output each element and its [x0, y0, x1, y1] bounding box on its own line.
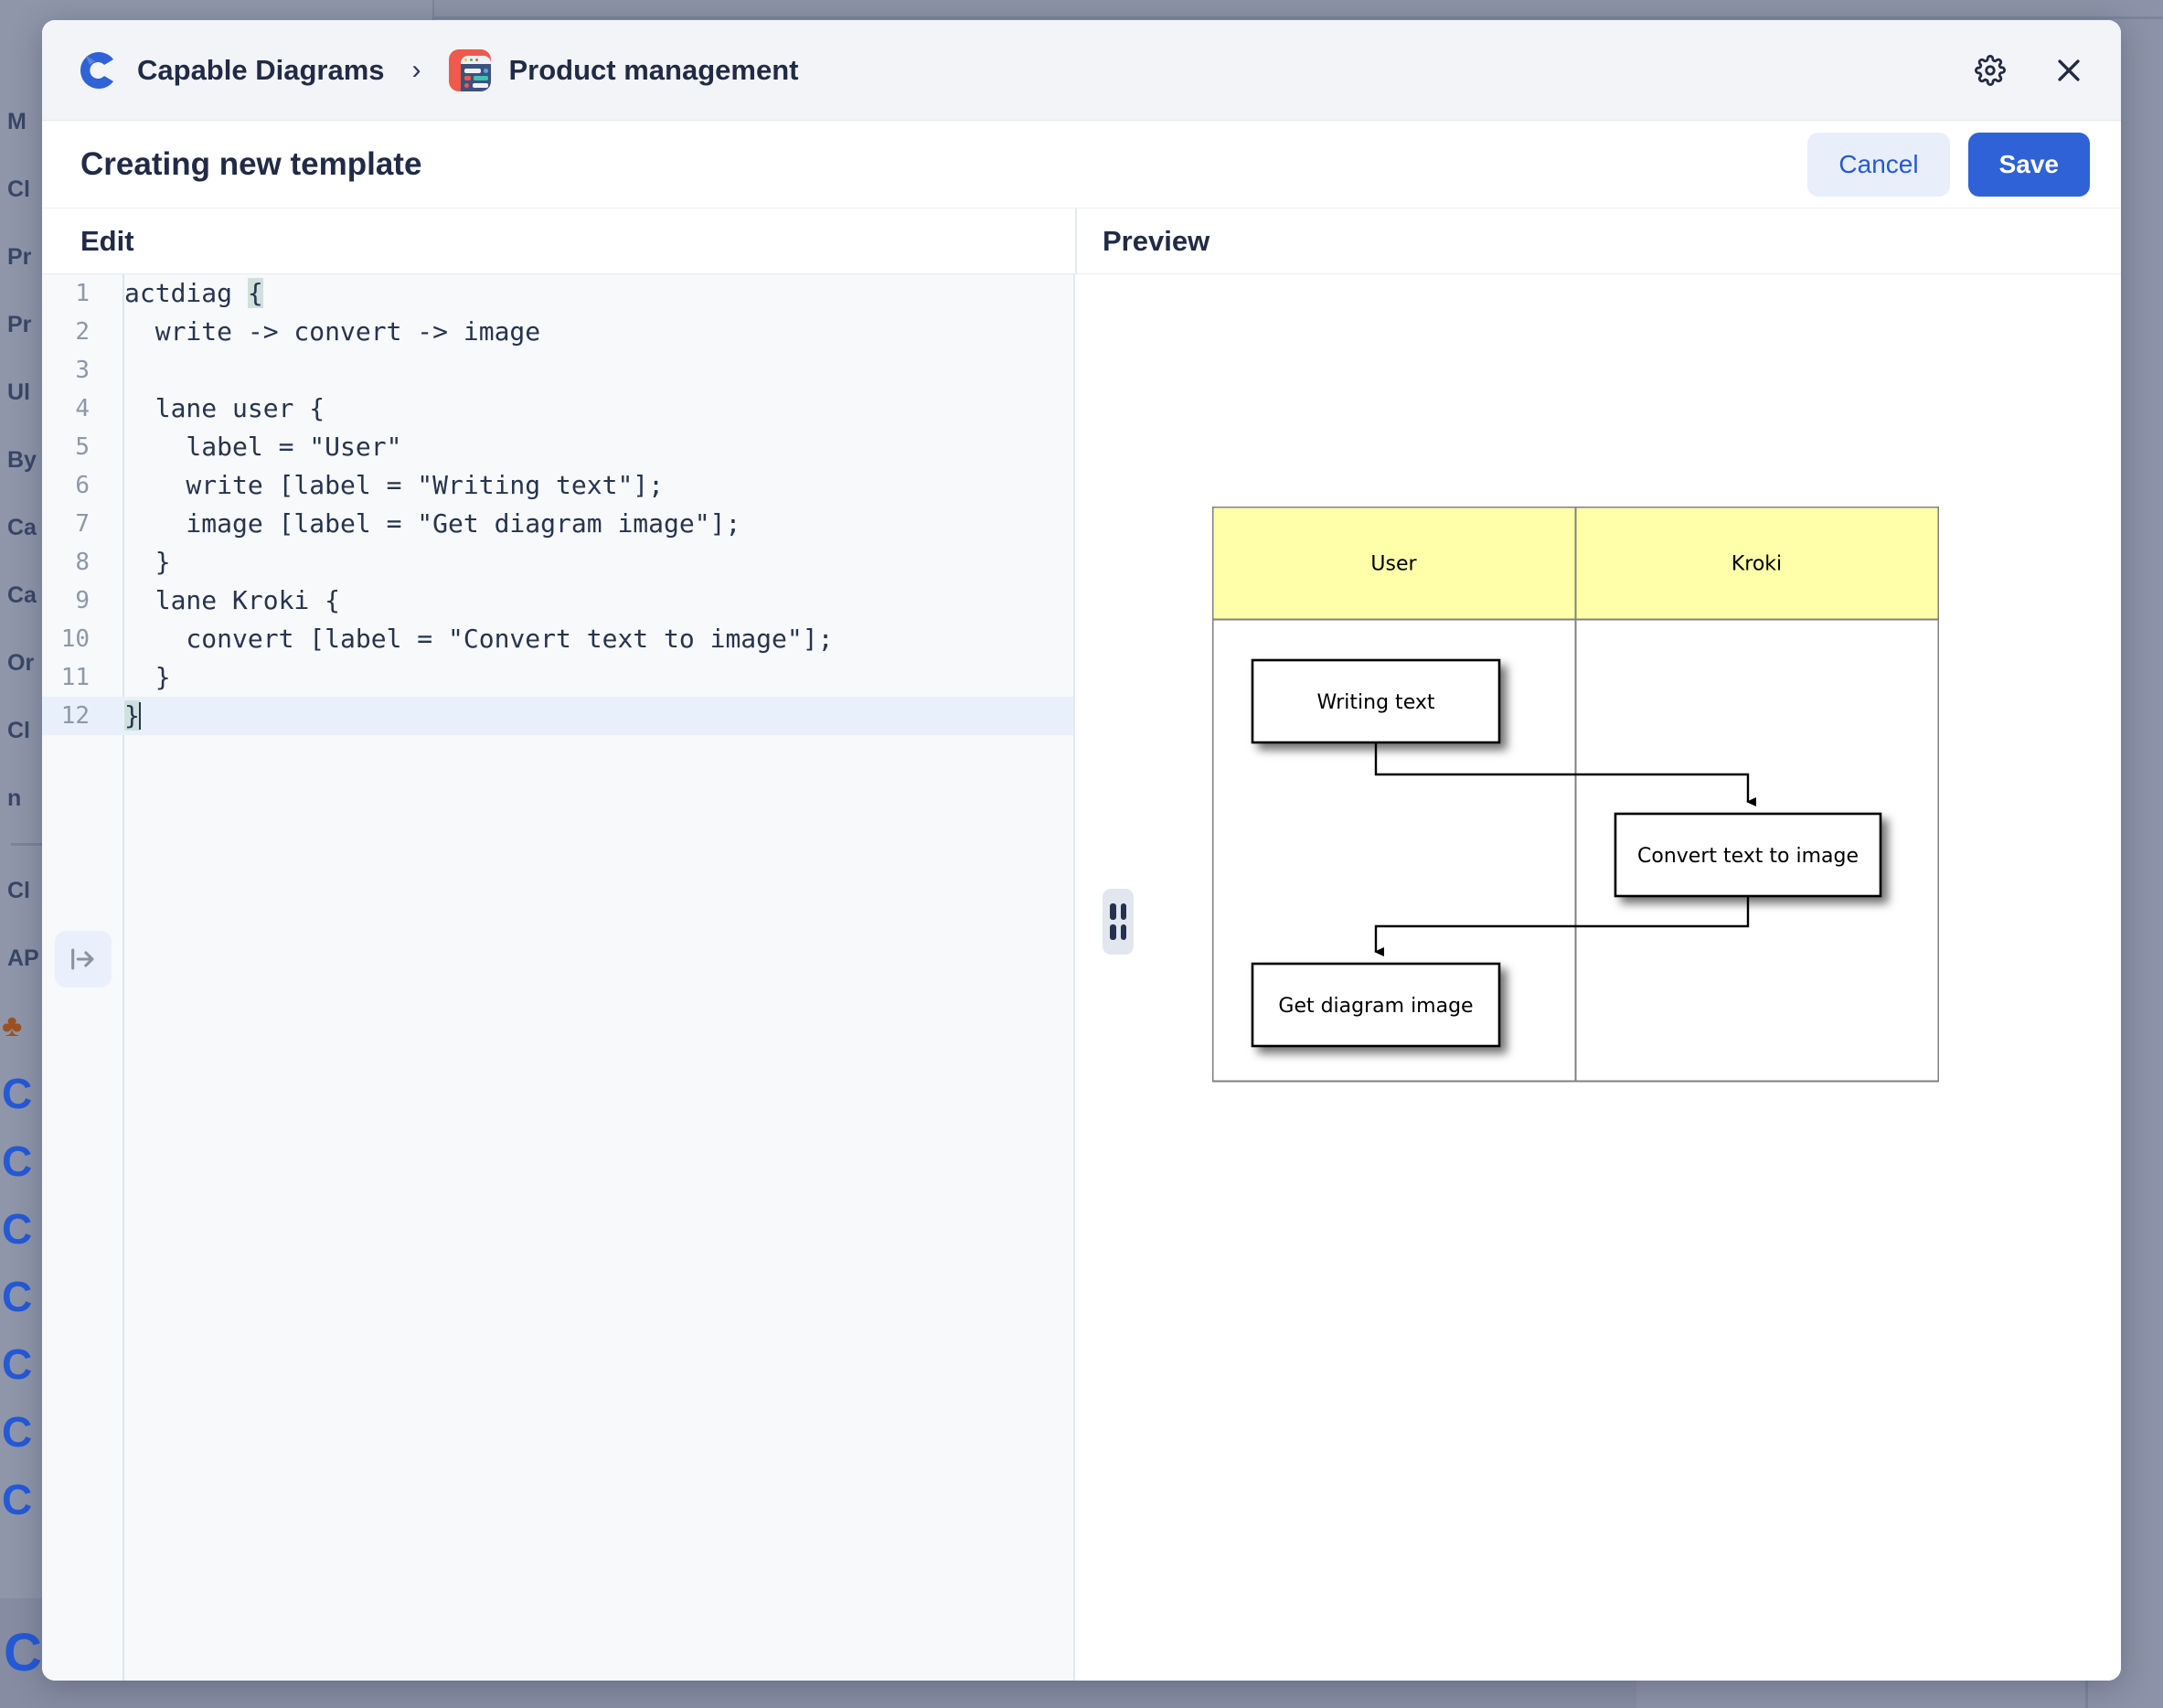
save-button[interactable]: Save — [1968, 133, 2090, 197]
line-number: 4 — [42, 390, 104, 428]
diagram-node-label: Convert text to image — [1637, 845, 1859, 868]
code-line-text: image [label = "Get diagram image"]; — [104, 505, 1073, 543]
diagram-lane: Kroki — [1576, 507, 1939, 1082]
code-line[interactable]: 1actdiag { — [42, 274, 1073, 313]
code-line[interactable]: 2 write -> convert -> image — [42, 313, 1073, 351]
code-line[interactable]: 10 convert [label = "Convert text to ima… — [42, 620, 1073, 658]
panes: 1actdiag {2 write -> convert -> image34 … — [42, 274, 2121, 1681]
capable-logo-icon: C — [2, 1208, 32, 1250]
line-number: 5 — [42, 428, 104, 466]
line-number: 8 — [42, 543, 104, 582]
code-line[interactable]: 12} — [42, 697, 1073, 735]
capable-logo-icon: C — [2, 1343, 32, 1385]
line-number: 1 — [42, 274, 104, 313]
cancel-button[interactable]: Cancel — [1807, 133, 1949, 197]
line-number: 11 — [42, 658, 104, 697]
code-line-text: lane Kroki { — [104, 582, 1073, 620]
line-number: 9 — [42, 582, 104, 620]
capable-logo-icon: C — [2, 1411, 32, 1453]
capable-logo-icon: C — [2, 1276, 32, 1318]
capable-logo-icon: C — [2, 1073, 32, 1115]
code-line[interactable]: 3 — [42, 351, 1073, 390]
template-editor-modal: Capable Diagrams › Product mana — [42, 20, 2121, 1681]
line-number: 2 — [42, 313, 104, 351]
panes-header: Edit Preview — [42, 208, 2121, 274]
code-line-text: } — [104, 658, 1073, 697]
diagram-node: Writing text — [1252, 660, 1499, 742]
code-line-text: convert [label = "Convert text to image"… — [104, 620, 1073, 658]
line-number: 3 — [42, 351, 104, 390]
breadcrumb-item-workspace[interactable]: Capable Diagrams — [66, 42, 392, 99]
code-line[interactable]: 5 label = "User" — [42, 428, 1073, 466]
capable-logo-icon: C — [4, 1627, 42, 1680]
close-icon[interactable] — [2048, 49, 2090, 91]
code-editor-pane[interactable]: 1actdiag {2 write -> convert -> image34 … — [42, 274, 1075, 1681]
breadcrumb-bar: Capable Diagrams › Product mana — [42, 20, 2121, 121]
code-line-text: actdiag { — [104, 274, 1073, 313]
line-number: 6 — [42, 466, 104, 505]
page-title: Creating new template — [80, 146, 1807, 183]
code-line-text: } — [104, 543, 1073, 582]
code-line-text: write -> convert -> image — [104, 313, 1073, 351]
breadcrumb-project-label: Product management — [509, 54, 799, 87]
diagram-lane-label: User — [1370, 553, 1417, 576]
breadcrumb-workspace-label: Capable Diagrams — [137, 54, 385, 87]
capable-logo-icon — [73, 48, 119, 93]
code-line-text: label = "User" — [104, 428, 1073, 466]
code-line[interactable]: 7 image [label = "Get diagram image"]; — [42, 505, 1073, 543]
expand-sidebar-icon[interactable] — [55, 931, 112, 987]
code-line-text: } — [104, 697, 1073, 735]
diagram-edge — [1376, 742, 1748, 802]
line-number: 7 — [42, 505, 104, 543]
edit-pane-label: Edit — [42, 208, 1075, 273]
line-number: 12 — [42, 697, 104, 735]
code-line-text: write [label = "Writing text"]; — [104, 466, 1073, 505]
gear-icon[interactable] — [1969, 49, 2011, 91]
diagram-lane-label: Kroki — [1731, 553, 1782, 576]
code-editor[interactable]: 1actdiag {2 write -> convert -> image34 … — [42, 274, 1073, 1681]
diagram-edge — [1376, 896, 1748, 952]
preview-pane: User KrokiWriting textConvert text to ima… — [1075, 274, 2121, 1681]
product-management-icon — [449, 49, 491, 91]
code-line[interactable]: 8 } — [42, 543, 1073, 582]
capable-logo-icon: C — [2, 1478, 32, 1521]
breadcrumb-item-project[interactable]: Product management — [442, 44, 806, 97]
modal-title-bar: Creating new template Cancel Save — [42, 121, 2121, 208]
chevron-right-icon: › — [412, 57, 421, 84]
diagram-node-label: Writing text — [1317, 691, 1435, 714]
code-line[interactable]: 4 lane user { — [42, 390, 1073, 428]
window-controls — [1969, 49, 2090, 91]
drag-handle-icon[interactable] — [1103, 889, 1134, 955]
code-line[interactable]: 6 write [label = "Writing text"]; — [42, 466, 1073, 505]
org-chart-icon: ♣ — [2, 1009, 22, 1044]
code-line-text: lane user { — [104, 390, 1073, 428]
diagram-node: Get diagram image — [1252, 964, 1499, 1046]
modal-actions: Cancel Save — [1807, 133, 2090, 197]
preview-pane-label: Preview — [1075, 208, 2121, 273]
code-line[interactable]: 9 lane Kroki { — [42, 582, 1073, 620]
diagram-node-label: Get diagram image — [1278, 995, 1473, 1018]
code-line[interactable]: 11 } — [42, 658, 1073, 697]
line-number: 10 — [42, 620, 104, 658]
diagram-preview: User KrokiWriting textConvert text to ima… — [1212, 507, 1939, 1083]
diagram-node: Convert text to image — [1615, 814, 1881, 896]
breadcrumb: Capable Diagrams › Product mana — [66, 42, 1969, 99]
capable-logo-icon: C — [2, 1140, 32, 1182]
